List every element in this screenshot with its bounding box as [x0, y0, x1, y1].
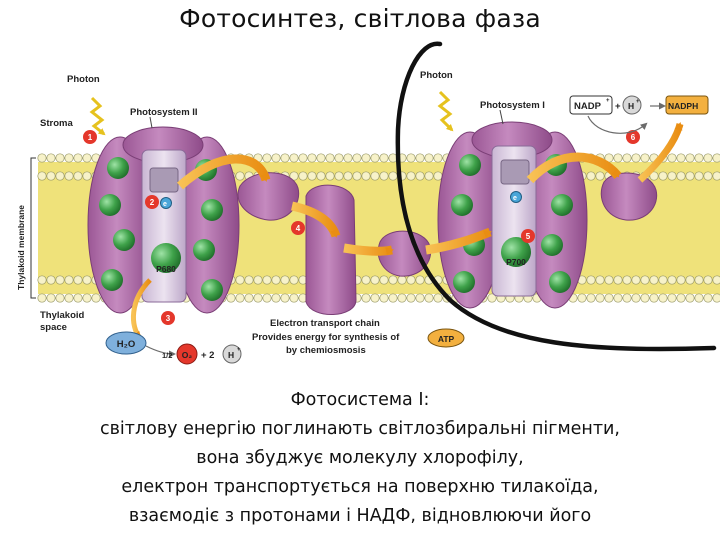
caption-line-3: вона збуджує молекулу хлорофілу,	[196, 448, 524, 468]
electron-ps2: e	[163, 201, 167, 208]
caption-line-4: електрон транспортується на поверхню тил…	[121, 477, 599, 497]
atp-badge	[427, 328, 465, 348]
caption-block: Фотосистема І: світлову енергію поглинаю…	[40, 386, 680, 531]
hand-drawn-annotation-curve	[395, 41, 717, 352]
etc-label-3: by chemiosmosis	[286, 345, 366, 356]
photon-wave-2	[437, 90, 454, 132]
step-1: 1	[88, 133, 93, 142]
h-plus-label: H	[628, 101, 634, 111]
caption-line-5: взаємодіє з протонами і НАДФ, відновлююч…	[128, 506, 592, 526]
plus-sign: +	[615, 101, 621, 112]
step-4: 4	[296, 224, 301, 233]
thylakoid-space-label-2: space	[40, 322, 67, 333]
etc-label-1: Electron transport chain	[270, 318, 380, 329]
nadp-label: NADP	[574, 101, 602, 112]
atp-label: ATP	[438, 334, 455, 344]
photon-wave-1	[89, 96, 106, 136]
photosystem-ii-label: Photosystem II	[130, 107, 198, 118]
thylakoid-space-label-1: Thylakoid	[40, 310, 85, 321]
membrane-label: Thylakoid membrane	[16, 205, 26, 290]
svg-text:+: +	[636, 99, 640, 105]
nadph-label: NADPH	[668, 101, 698, 111]
step-6: 6	[631, 133, 636, 142]
membrane-bracket	[30, 157, 36, 299]
photon-label-2: Photon	[420, 70, 453, 81]
h2o-label: H₂O	[117, 339, 135, 350]
step-5: 5	[526, 232, 531, 241]
page-title: Фотосинтез, світлова фаза	[179, 4, 541, 33]
nadp-reaction: NADP + + H + NADPH	[569, 95, 709, 134]
electron-flow	[130, 122, 684, 340]
h-plus-label-2: H	[228, 350, 234, 360]
svg-text:+: +	[606, 98, 610, 104]
electron-ps1: e	[513, 195, 517, 202]
water-splitting: H₂O 1/2 O₂ + 2 H +	[105, 331, 242, 365]
photosystem-i-label: Photosystem I	[480, 100, 545, 111]
two-label: + 2	[201, 350, 214, 361]
svg-text:+: +	[237, 347, 241, 353]
cytochrome-complex	[237, 172, 432, 315]
p700-label: P700	[506, 257, 526, 267]
photosystem-ii-complex: P680 e	[87, 126, 240, 314]
o2-label: O₂	[182, 350, 193, 360]
caption-line-2: світлову енергію поглинають світлозбирал…	[99, 419, 620, 439]
etc-label-2: Provides energy for synthesis of	[252, 332, 400, 343]
light-reaction-diagram: Photon Stroma Thylakoid membrane Thylako…	[16, 41, 720, 365]
half-label: 1/2	[162, 351, 172, 360]
step-2: 2	[150, 198, 155, 207]
photon-label-1: Photon	[67, 74, 100, 85]
step-3: 3	[166, 314, 171, 323]
p680-label: P680	[156, 264, 176, 274]
caption-line-1: Фотосистема І:	[290, 390, 430, 410]
step-badges: 1 2 3 4 5 6	[83, 130, 640, 325]
stroma-label: Stroma	[40, 118, 73, 129]
